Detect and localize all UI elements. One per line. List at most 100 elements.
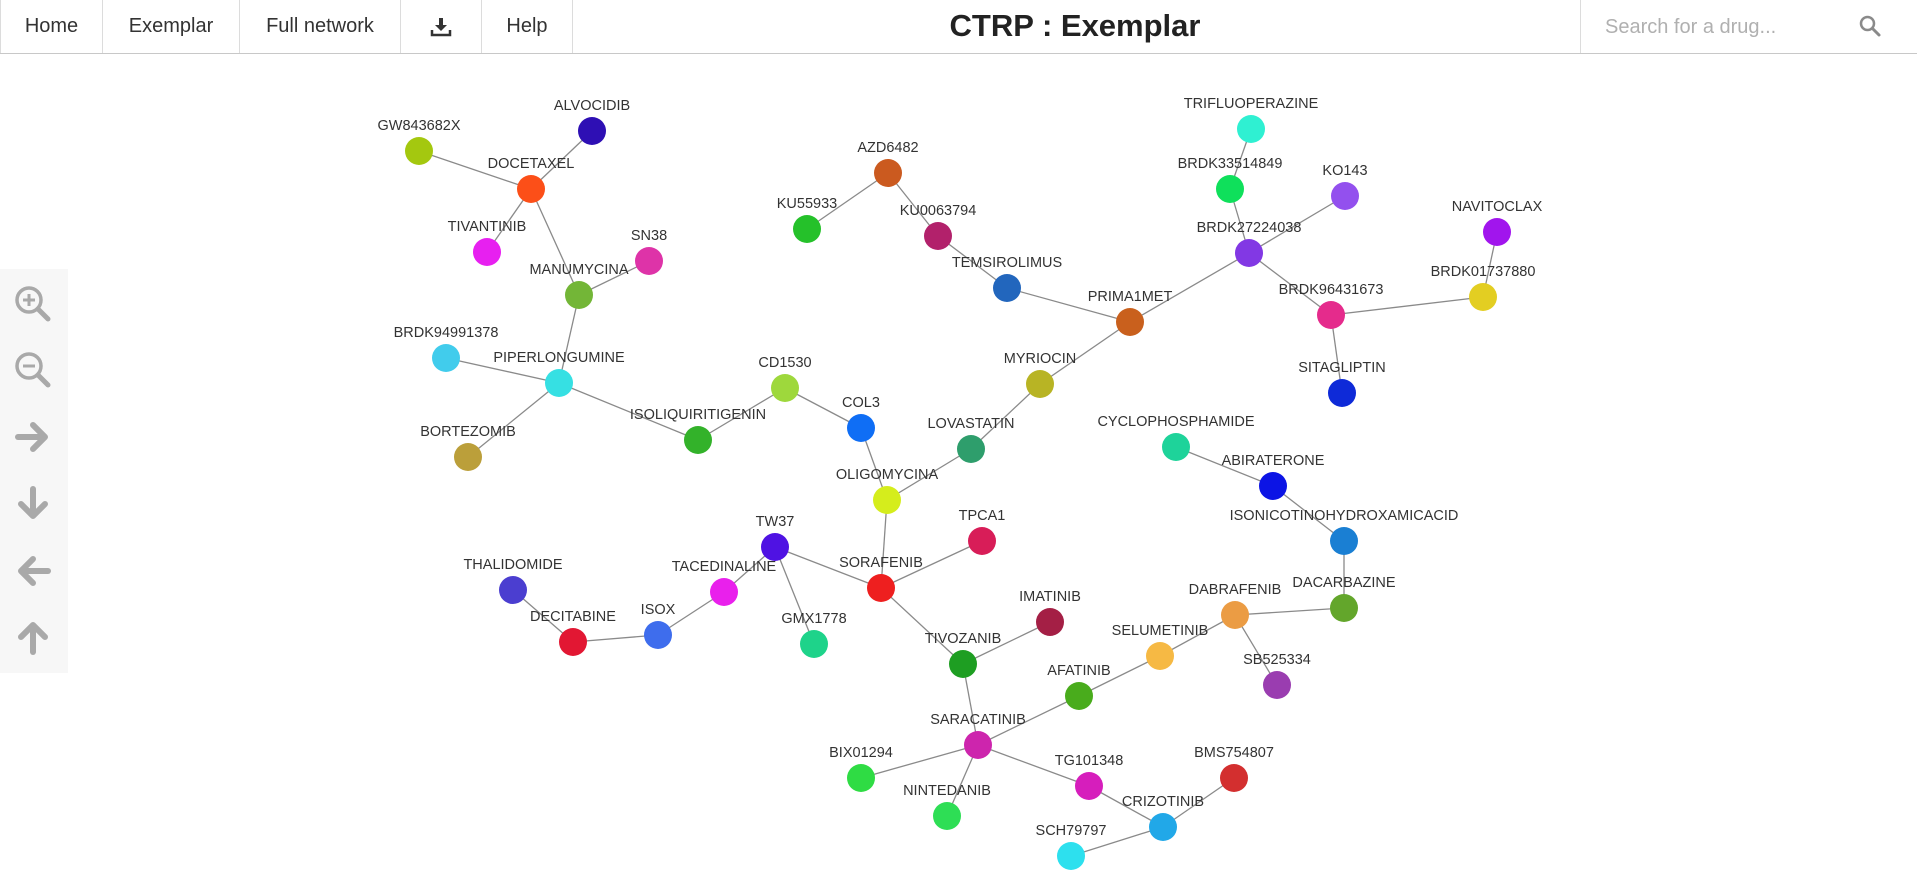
node-gw843682x[interactable] [405, 137, 433, 165]
node-tg101348[interactable] [1075, 772, 1103, 800]
node-label-abiraterone[interactable]: ABIRATERONE [1222, 453, 1325, 469]
node-brdk96431673[interactable] [1317, 301, 1345, 329]
node-bix01294[interactable] [847, 764, 875, 792]
pan-left-button[interactable] [12, 550, 54, 592]
node-piperlongumine[interactable] [545, 369, 573, 397]
nav-help-link[interactable]: Help [482, 0, 573, 53]
node-manumycina[interactable] [565, 281, 593, 309]
node-label-ku0063794[interactable]: KU0063794 [900, 203, 977, 219]
zoom-out-button[interactable] [12, 349, 54, 391]
pan-up-button[interactable] [12, 616, 54, 658]
node-label-bms754807[interactable]: BMS754807 [1194, 745, 1274, 761]
node-label-cd1530[interactable]: CD1530 [758, 355, 811, 371]
node-tacedinaline[interactable] [710, 578, 738, 606]
node-label-decitabine[interactable]: DECITABINE [530, 609, 616, 625]
node-lovastatin[interactable] [957, 435, 985, 463]
node-label-cyclophosphamide[interactable]: CYCLOPHOSPHAMIDE [1097, 414, 1254, 430]
drug-network-graph[interactable]: GW843682XALVOCIDIBDOCETAXELTIVANTINIBSN3… [0, 54, 1917, 886]
node-label-piperlongumine[interactable]: PIPERLONGUMINE [493, 350, 625, 366]
node-label-brdk96431673[interactable]: BRDK96431673 [1279, 282, 1384, 298]
node-cd1530[interactable] [771, 374, 799, 402]
node-abiraterone[interactable] [1259, 472, 1287, 500]
zoom-in-button[interactable] [12, 283, 54, 325]
node-sorafenib[interactable] [867, 574, 895, 602]
node-navitoclax[interactable] [1483, 218, 1511, 246]
node-dacarbazine[interactable] [1330, 594, 1358, 622]
node-cyclophosphamide[interactable] [1162, 433, 1190, 461]
node-isox[interactable] [644, 621, 672, 649]
node-azd6482[interactable] [874, 159, 902, 187]
node-sitagliptin[interactable] [1328, 379, 1356, 407]
nav-exemplar-link[interactable]: Exemplar [103, 0, 240, 53]
node-sch79797[interactable] [1057, 842, 1085, 870]
node-label-oligomycina[interactable]: OLIGOMYCINA [836, 467, 939, 483]
node-bms754807[interactable] [1220, 764, 1248, 792]
node-brdk01737880[interactable] [1469, 283, 1497, 311]
node-label-docetaxel[interactable]: DOCETAXEL [488, 156, 575, 172]
node-label-prima1met[interactable]: PRIMA1MET [1088, 289, 1173, 305]
node-label-temsirolimus[interactable]: TEMSIROLIMUS [952, 255, 1062, 271]
search-icon[interactable] [1858, 14, 1882, 38]
node-label-sorafenib[interactable]: SORAFENIB [839, 555, 923, 571]
node-myriocin[interactable] [1026, 370, 1054, 398]
node-oligomycina[interactable] [873, 486, 901, 514]
node-label-brdk33514849[interactable]: BRDK33514849 [1178, 156, 1283, 172]
node-trifluoperazine[interactable] [1237, 115, 1265, 143]
nav-download-button[interactable] [401, 0, 482, 53]
node-label-isonicotinohydroxamicacid[interactable]: ISONICOTINOHYDROXAMICACID [1230, 508, 1459, 524]
node-tivantinib[interactable] [473, 238, 501, 266]
node-col3[interactable] [847, 414, 875, 442]
node-sn38[interactable] [635, 247, 663, 275]
node-label-crizotinib[interactable]: CRIZOTINIB [1122, 794, 1204, 810]
node-label-tacedinaline[interactable]: TACEDINALINE [672, 559, 777, 575]
node-tpca1[interactable] [968, 527, 996, 555]
node-label-sitagliptin[interactable]: SITAGLIPTIN [1298, 360, 1386, 376]
nav-home-link[interactable]: Home [0, 0, 103, 53]
node-label-gw843682x[interactable]: GW843682X [377, 118, 460, 134]
node-label-brdk27224038[interactable]: BRDK27224038 [1197, 220, 1302, 236]
node-bortezomib[interactable] [454, 443, 482, 471]
node-label-bix01294[interactable]: BIX01294 [829, 745, 893, 761]
node-label-myriocin[interactable]: MYRIOCIN [1004, 351, 1077, 367]
node-gmx1778[interactable] [800, 630, 828, 658]
node-label-thalidomide[interactable]: THALIDOMIDE [463, 557, 562, 573]
node-brdk27224038[interactable] [1235, 239, 1263, 267]
node-label-nintedanib[interactable]: NINTEDANIB [903, 783, 991, 799]
node-label-manumycina[interactable]: MANUMYCINA [529, 262, 628, 278]
node-label-imatinib[interactable]: IMATINIB [1019, 589, 1081, 605]
node-thalidomide[interactable] [499, 576, 527, 604]
node-label-tw37[interactable]: TW37 [756, 514, 795, 530]
search-input[interactable] [1603, 10, 1867, 44]
node-label-navitoclax[interactable]: NAVITOCLAX [1452, 199, 1543, 215]
node-isonicotinohydroxamicacid[interactable] [1330, 527, 1358, 555]
node-selumetinib[interactable] [1146, 642, 1174, 670]
node-label-selumetinib[interactable]: SELUMETINIB [1112, 623, 1209, 639]
node-isoliquiritigenin[interactable] [684, 426, 712, 454]
node-temsirolimus[interactable] [993, 274, 1021, 302]
node-label-tg101348[interactable]: TG101348 [1055, 753, 1124, 769]
node-brdk94991378[interactable] [432, 344, 460, 372]
node-label-brdk01737880[interactable]: BRDK01737880 [1431, 264, 1536, 280]
node-crizotinib[interactable] [1149, 813, 1177, 841]
node-label-lovastatin[interactable]: LOVASTATIN [927, 416, 1014, 432]
node-label-ku55933[interactable]: KU55933 [777, 196, 837, 212]
node-label-gmx1778[interactable]: GMX1778 [781, 611, 846, 627]
node-label-trifluoperazine[interactable]: TRIFLUOPERAZINE [1184, 96, 1319, 112]
node-brdk33514849[interactable] [1216, 175, 1244, 203]
node-label-isoliquiritigenin[interactable]: ISOLIQUIRITIGENIN [630, 407, 766, 423]
node-saracatinib[interactable] [964, 731, 992, 759]
node-label-ko143[interactable]: KO143 [1322, 163, 1367, 179]
pan-right-button[interactable] [12, 416, 54, 458]
node-label-sb525334[interactable]: SB525334 [1243, 652, 1311, 668]
node-afatinib[interactable] [1065, 682, 1093, 710]
node-label-azd6482[interactable]: AZD6482 [857, 140, 918, 156]
node-nintedanib[interactable] [933, 802, 961, 830]
node-imatinib[interactable] [1036, 608, 1064, 636]
node-label-sn38[interactable]: SN38 [631, 228, 667, 244]
node-label-dabrafenib[interactable]: DABRAFENIB [1189, 582, 1282, 598]
node-ku0063794[interactable] [924, 222, 952, 250]
node-tivozanib[interactable] [949, 650, 977, 678]
node-ko143[interactable] [1331, 182, 1359, 210]
pan-down-button[interactable] [12, 483, 54, 525]
node-prima1met[interactable] [1116, 308, 1144, 336]
